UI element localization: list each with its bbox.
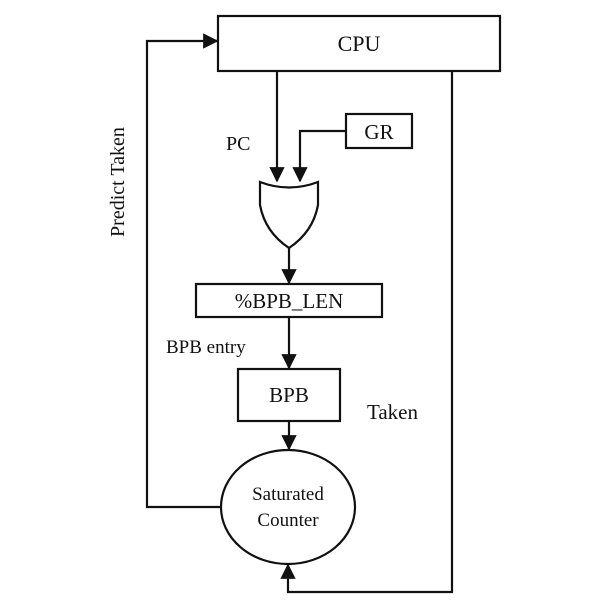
- bpb-label: BPB: [269, 383, 309, 407]
- saturated-counter-node: Saturated Counter: [219, 448, 357, 566]
- counter-label-line1: Saturated: [252, 484, 324, 505]
- cpu-node: CPU: [216, 14, 502, 73]
- predict-taken-edge-label: Predict Taken: [107, 127, 129, 237]
- bpb-entry-label: BPB entry: [166, 337, 246, 358]
- predict-taken-edge: [145, 33, 221, 509]
- bpb-len-node: %BPB_LEN: [194, 282, 384, 319]
- cpu-label: CPU: [338, 31, 381, 56]
- bpb-len-label: %BPB_LEN: [235, 289, 344, 313]
- counter-label-line2: Counter: [257, 510, 319, 531]
- gr-edge: [292, 129, 346, 183]
- xor-gate: [258, 180, 320, 250]
- gr-node: GR: [344, 112, 414, 150]
- taken-edge: [280, 71, 454, 594]
- gr-label: GR: [364, 120, 393, 144]
- pc-edge-label: PC: [226, 133, 250, 155]
- bpb-node: BPB: [236, 367, 342, 423]
- taken-edge-label: Taken: [367, 400, 419, 424]
